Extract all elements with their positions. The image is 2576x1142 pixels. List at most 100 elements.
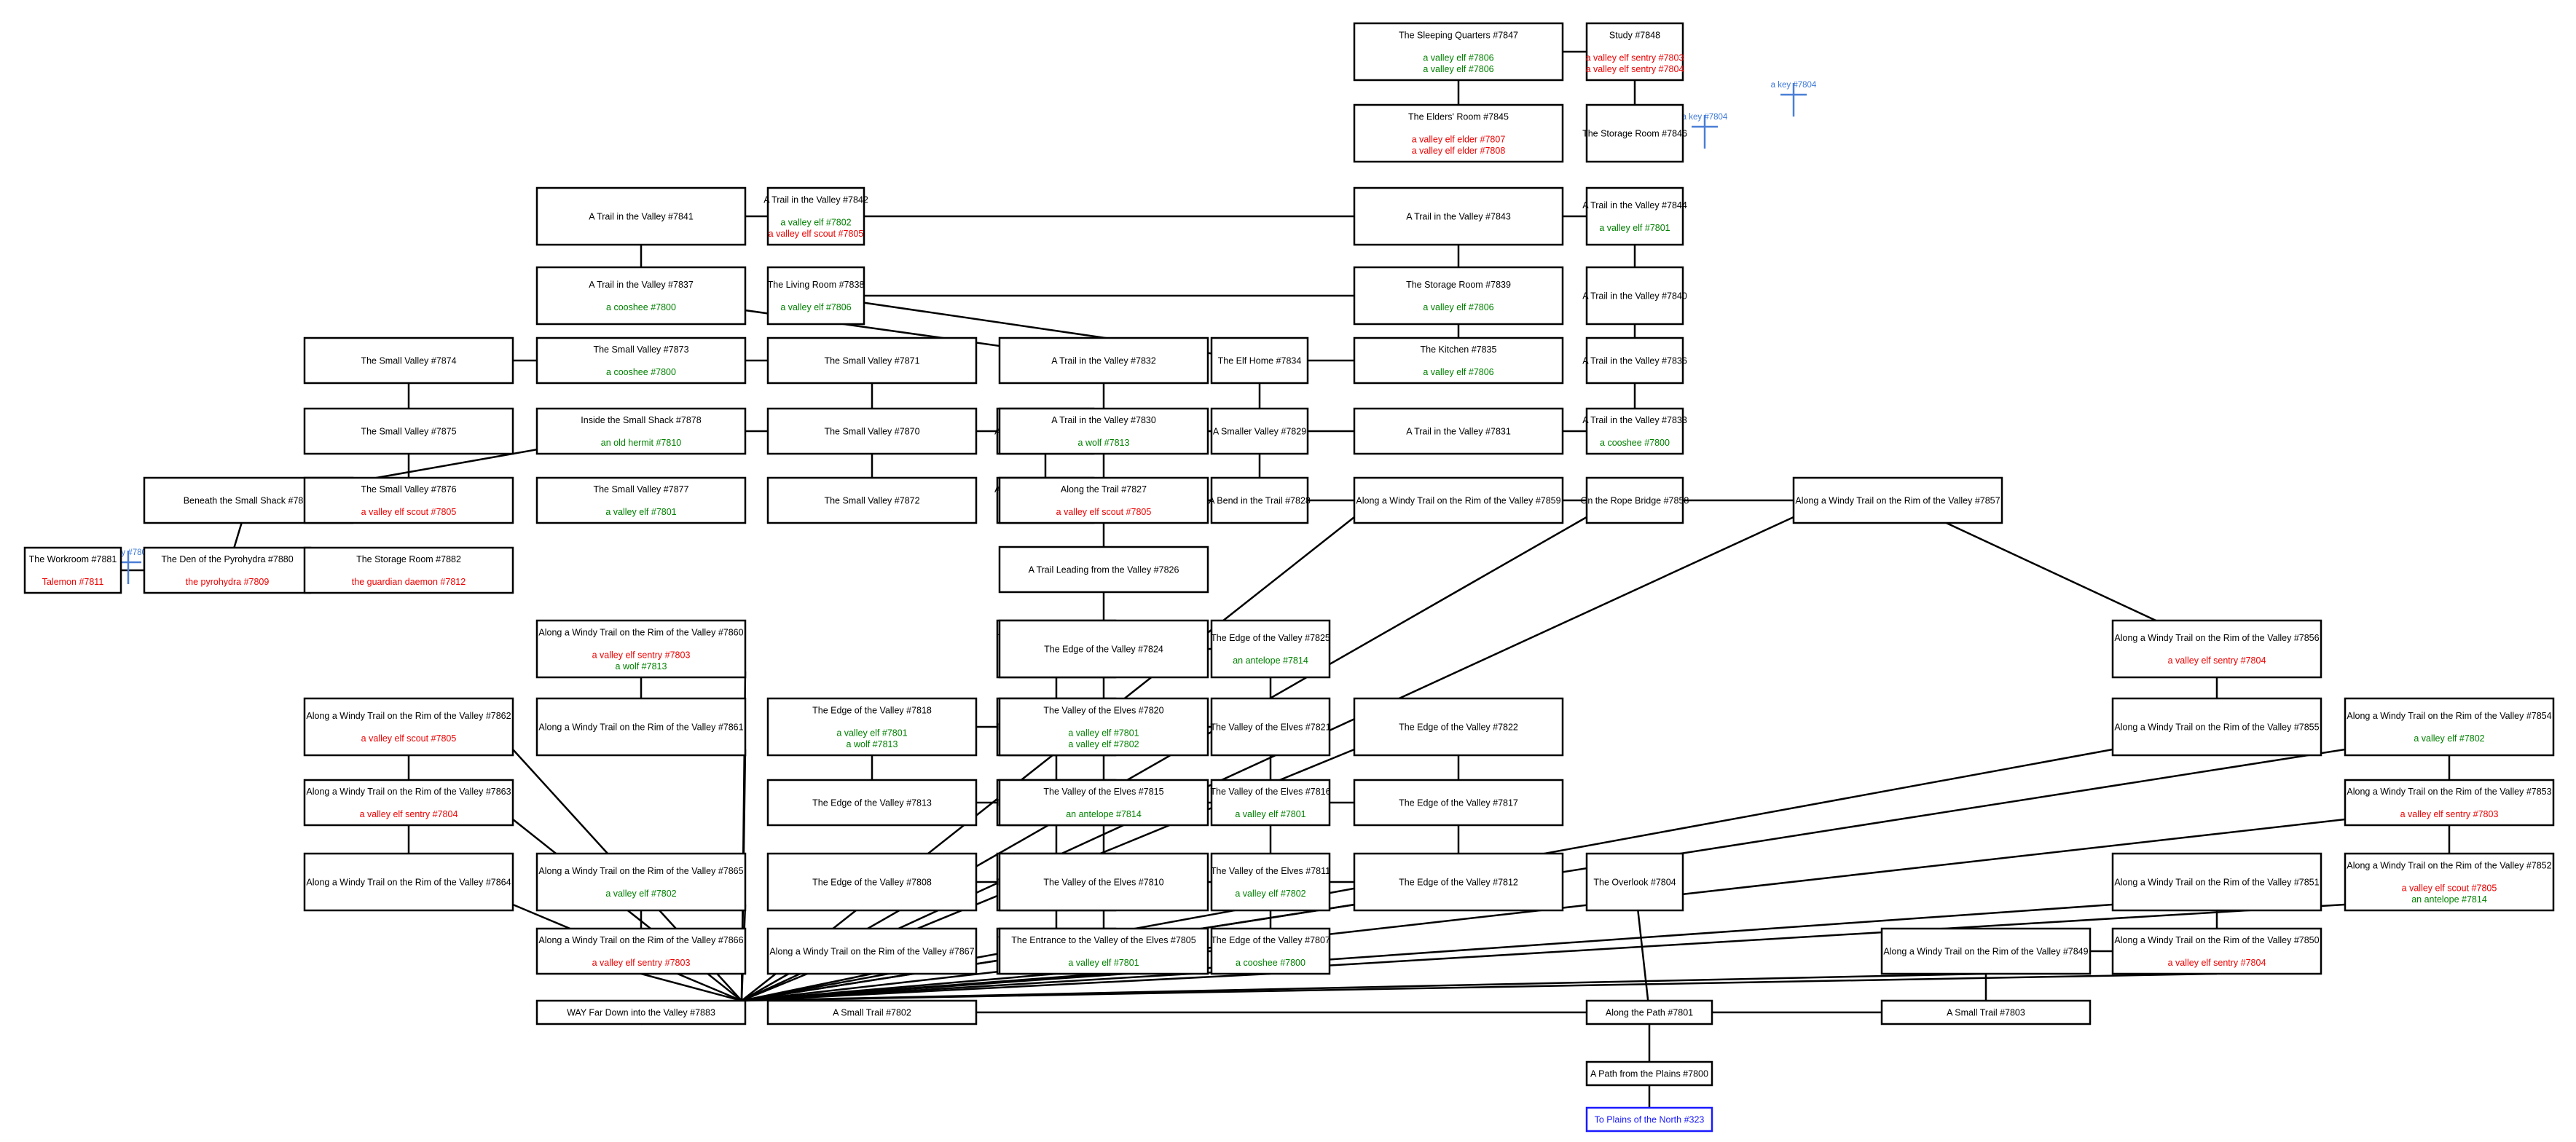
room-box[interactable] — [766, 697, 978, 757]
room-box[interactable] — [303, 476, 514, 524]
room-7858[interactable]: On the Rope Bridge #7858 — [1581, 476, 1689, 524]
room-box[interactable] — [998, 927, 1209, 975]
room-box[interactable] — [1210, 779, 1331, 827]
room-7805[interactable]: The Entrance to the Valley of the Elves … — [998, 927, 1209, 975]
room-box[interactable] — [303, 852, 514, 912]
room-7813[interactable]: The Edge of the Valley #7813 — [766, 779, 978, 827]
room-7865[interactable]: Along a Windy Trail on the Rim of the Va… — [535, 852, 747, 912]
room-box[interactable] — [1585, 1106, 1713, 1133]
room-box[interactable] — [535, 186, 747, 246]
room-box[interactable] — [998, 546, 1209, 594]
room-box[interactable] — [143, 546, 312, 594]
room-7851[interactable]: Along a Windy Trail on the Rim of the Va… — [2111, 852, 2322, 912]
room-box[interactable] — [1792, 476, 2003, 524]
room-box[interactable] — [998, 779, 1209, 827]
room-box[interactable] — [2344, 697, 2555, 757]
room-box[interactable] — [1585, 336, 1684, 385]
room-box[interactable] — [1585, 22, 1684, 82]
room-box[interactable] — [1353, 697, 1564, 757]
room-7846[interactable]: The Storage Room #7846 — [1582, 103, 1687, 163]
room-7829[interactable]: A Smaller Valley #7829 — [1210, 407, 1309, 455]
room-box[interactable] — [2111, 697, 2322, 757]
room-box[interactable] — [1353, 476, 1564, 524]
room-7861[interactable]: Along a Windy Trail on the Rim of the Va… — [535, 697, 747, 757]
room-box[interactable] — [766, 336, 978, 385]
room-7870[interactable]: The Small Valley #7870 — [766, 407, 978, 455]
room-box[interactable] — [1353, 186, 1564, 246]
room-box[interactable] — [1585, 476, 1684, 524]
room-box[interactable] — [998, 697, 1209, 757]
room-7828[interactable]: A Bend in the Trail #7828 — [1209, 476, 1311, 524]
room-box[interactable] — [2111, 852, 2322, 912]
room-7855[interactable]: Along a Windy Trail on the Rim of the Va… — [2111, 697, 2322, 757]
room-7862[interactable]: Along a Windy Trail on the Rim of the Va… — [303, 697, 514, 757]
room-7872[interactable]: The Small Valley #7872 — [766, 476, 978, 524]
room-7859[interactable]: Along a Windy Trail on the Rim of the Va… — [1353, 476, 1564, 524]
room-box[interactable] — [1585, 1060, 1713, 1087]
room-box[interactable] — [766, 266, 865, 326]
room-7875[interactable]: The Small Valley #7875 — [303, 407, 514, 455]
room-box[interactable] — [1353, 779, 1564, 827]
room-box[interactable] — [766, 186, 865, 246]
room-7804[interactable]: The Overlook #7804 — [1585, 852, 1684, 912]
room-box[interactable] — [766, 852, 978, 912]
room-7867[interactable]: Along a Windy Trail on the Rim of the Va… — [766, 927, 978, 975]
room-box[interactable] — [1585, 186, 1684, 246]
room-box[interactable] — [2111, 927, 2322, 975]
room-box[interactable] — [1585, 103, 1684, 163]
room-7850[interactable]: Along a Windy Trail on the Rim of the Va… — [2111, 927, 2322, 975]
room-7840[interactable]: A Trail in the Valley #7840 — [1582, 266, 1687, 326]
room-box[interactable] — [535, 266, 747, 326]
room-box[interactable] — [1210, 336, 1309, 385]
room-box[interactable] — [998, 852, 1209, 912]
room-box[interactable] — [998, 407, 1209, 455]
room-box[interactable] — [1353, 336, 1564, 385]
room-box[interactable] — [535, 852, 747, 912]
room-box[interactable] — [303, 336, 514, 385]
room-box[interactable] — [1353, 22, 1564, 82]
room-7801[interactable]: Along the Path #7801 — [1585, 999, 1713, 1025]
room-7810[interactable]: The Valley of the Elves #7810 — [998, 852, 1209, 912]
room-7802[interactable]: A Small Trail #7802 — [766, 999, 978, 1025]
room-box[interactable] — [303, 697, 514, 757]
room-box[interactable] — [535, 476, 747, 524]
room-7826[interactable]: A Trail Leading from the Valley #7826 — [998, 546, 1209, 594]
room-box[interactable] — [1353, 407, 1564, 455]
room-7852[interactable]: Along a Windy Trail on the Rim of the Va… — [2344, 852, 2555, 912]
room-box[interactable] — [998, 619, 1209, 679]
room-box[interactable] — [1585, 999, 1713, 1025]
room-7831[interactable]: A Trail in the Valley #7831 — [1353, 407, 1564, 455]
room-box[interactable] — [1210, 407, 1309, 455]
room-box[interactable] — [1210, 697, 1331, 757]
room-box[interactable] — [303, 779, 514, 827]
room-box[interactable] — [535, 927, 747, 975]
room-box[interactable] — [998, 336, 1209, 385]
room-box[interactable] — [535, 407, 747, 455]
room-7863[interactable]: Along a Windy Trail on the Rim of the Va… — [303, 779, 514, 827]
room-box[interactable] — [1210, 927, 1331, 975]
room-7853[interactable]: Along a Windy Trail on the Rim of the Va… — [2344, 779, 2555, 827]
room-box[interactable] — [1353, 852, 1564, 912]
room-box[interactable] — [303, 546, 514, 594]
room-7817[interactable]: The Edge of the Valley #7817 — [1353, 779, 1564, 827]
room-box[interactable] — [2344, 779, 2555, 827]
